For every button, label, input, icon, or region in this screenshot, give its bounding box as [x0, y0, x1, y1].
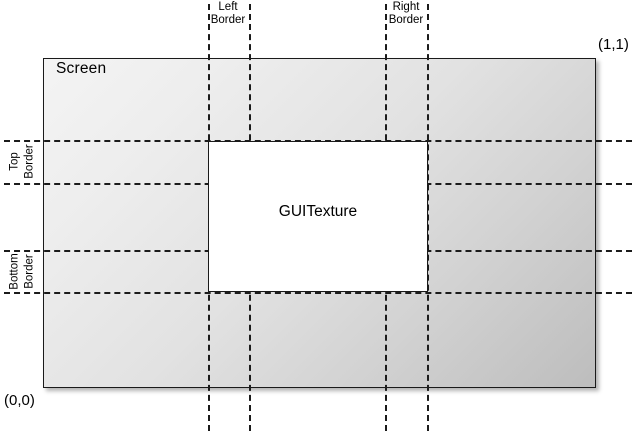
right-border-label-line2: Border	[388, 14, 424, 26]
top-border-label-line2: Border	[23, 144, 36, 179]
bottom-border-label-second: Border	[24, 235, 37, 309]
coordinate-bottom-left: (0,0)	[4, 392, 35, 409]
bottom-border-label-line1: Bottom	[8, 253, 21, 290]
bottom-border-label: Bottom	[9, 235, 22, 309]
right-border-label-line1: Right	[392, 1, 420, 13]
left-border-label-line1: Left	[218, 1, 238, 13]
coordinate-top-right: (1,1)	[598, 36, 629, 53]
top-border-label-second: Border	[24, 125, 37, 199]
guitexture-label: GUITexture	[278, 203, 358, 220]
left-border-label: Left Border	[195, 1, 261, 27]
guide-line-vertical-right-outer	[427, 4, 429, 431]
top-border-label-line1: Top	[8, 152, 21, 171]
bottom-border-label-line2: Border	[23, 254, 36, 289]
right-border-label: Right Border	[373, 1, 439, 27]
screen-label: Screen	[56, 60, 107, 77]
guide-line-horizontal-bottom-outer	[4, 292, 632, 294]
guitexture-rectangle	[208, 141, 428, 292]
left-border-label-line2: Border	[210, 14, 246, 26]
top-border-label: Top	[9, 125, 22, 199]
